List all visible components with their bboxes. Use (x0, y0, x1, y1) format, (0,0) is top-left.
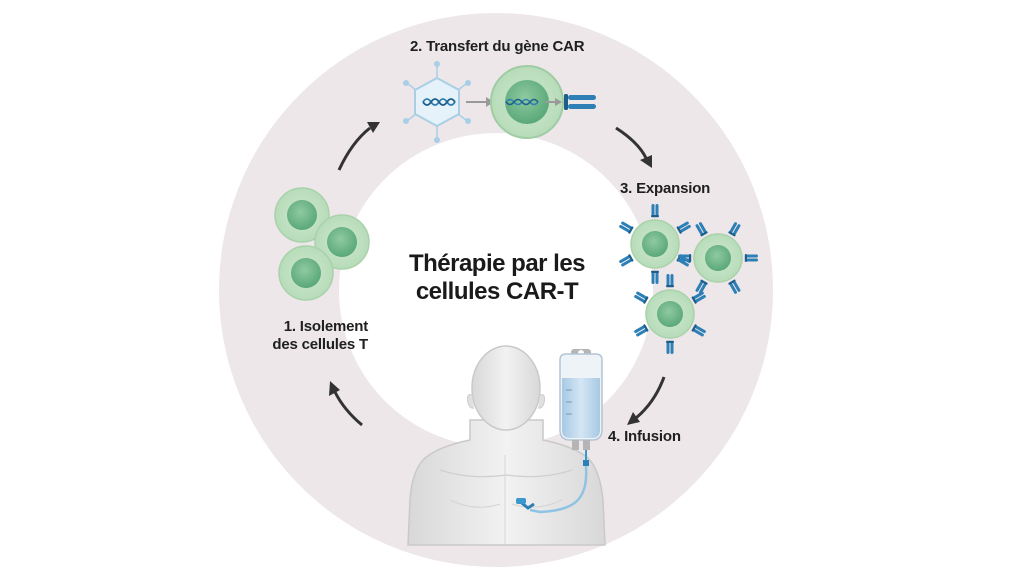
step-1-line-2: des cellules T (272, 336, 368, 353)
car-receptor-icon (564, 94, 596, 110)
transduced-cell (490, 65, 564, 139)
iv-bag (559, 349, 603, 466)
cycle-arrows (329, 122, 666, 427)
iv-tube (529, 465, 588, 514)
arrow-2-to-3 (615, 126, 648, 159)
viral-vector (403, 61, 471, 143)
title-line-1: Thérapie par les (408, 250, 586, 277)
patient-figure (407, 345, 606, 546)
title-line-2: cellules CAR-T (415, 278, 579, 305)
t-cells-group (274, 187, 370, 301)
step-4-label: 4. Infusion (608, 428, 681, 445)
car-t-cell (618, 204, 692, 284)
step-1-label: 1. Isolement des cellules T (248, 318, 368, 354)
car-t-cells-group (618, 204, 758, 354)
arrow-4-to-1 (333, 391, 363, 427)
car-t-cell (678, 221, 758, 295)
step-3-label: 3. Expansion (620, 180, 711, 197)
car-t-cell (633, 274, 707, 354)
diagram-title: Thérapie par les cellules CAR-T (372, 250, 622, 306)
t-cell (278, 245, 334, 301)
t-cell (274, 187, 330, 243)
t-cell (314, 214, 370, 270)
arrow-1-to-2 (337, 126, 371, 171)
step-1-line-1: 1. Isolement (283, 318, 368, 335)
arrow-3-to-4 (635, 376, 666, 420)
step-2-label: 2. Transfert du gène CAR (410, 38, 585, 55)
